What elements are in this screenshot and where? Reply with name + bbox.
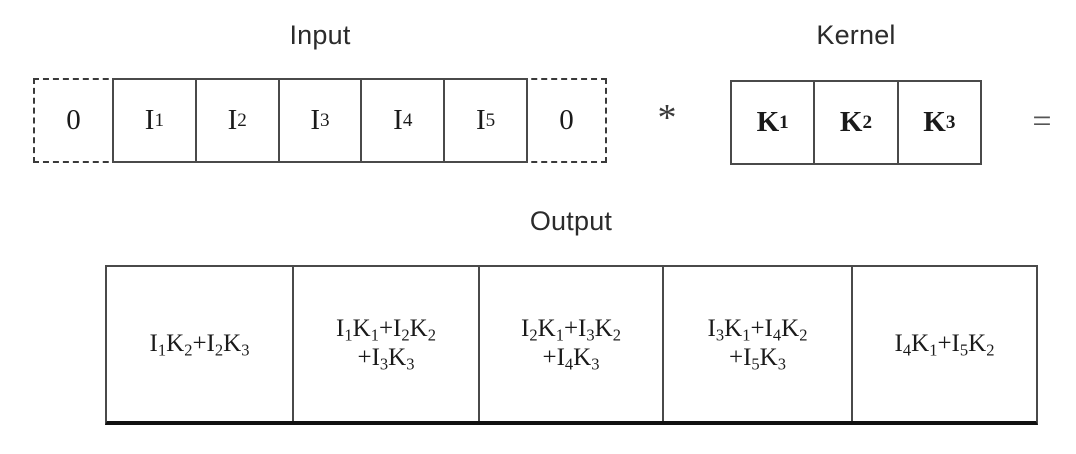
- output-expression-line: +I5K3: [728, 344, 786, 374]
- output-expression: I3K1+I4K2+I5K3: [708, 315, 808, 373]
- input-title: Input: [289, 20, 351, 50]
- output-cell: I3K1+I4K2+I5K3: [664, 267, 853, 421]
- output-expression: I4K1+I5K2: [895, 330, 995, 359]
- output-title: Output: [529, 206, 613, 236]
- convolution-operator: *: [657, 97, 677, 139]
- equals-operator: =: [1032, 103, 1052, 140]
- input-zero-pad-right: 0: [559, 104, 574, 136]
- output-expression-line: I1K1+I2K2: [336, 315, 436, 345]
- output-array: I1K2+I2K3 I1K1+I2K2+I3K3 I2K1+I3K2+I4K3 I3K…: [105, 265, 1038, 425]
- output-expression-line: +I3K3: [357, 344, 415, 374]
- output-expression-line: I4K1+I5K2: [894, 329, 995, 360]
- output-expression: I1K2+I2K3: [150, 330, 250, 359]
- output-expression-line: I3K1+I4K2: [707, 315, 808, 345]
- kernel-title: Kernel: [816, 20, 896, 50]
- input-zero-pad-left: 0: [66, 104, 81, 136]
- output-cell: I4K1+I5K2: [853, 267, 1036, 421]
- output-cell: I2K1+I3K2+I4K3: [480, 267, 664, 421]
- output-expression-line: +I4K3: [542, 344, 600, 374]
- output-cell: I1K2+I2K3: [107, 267, 294, 421]
- output-cell: I1K1+I2K2+I3K3: [294, 267, 480, 421]
- output-expression-line: I1K2+I2K3: [149, 329, 250, 360]
- output-expression-line: I2K1+I3K2: [521, 315, 621, 345]
- output-expression: I2K1+I3K2+I4K3: [521, 315, 621, 373]
- output-expression: I1K1+I2K2+I3K3: [336, 315, 436, 373]
